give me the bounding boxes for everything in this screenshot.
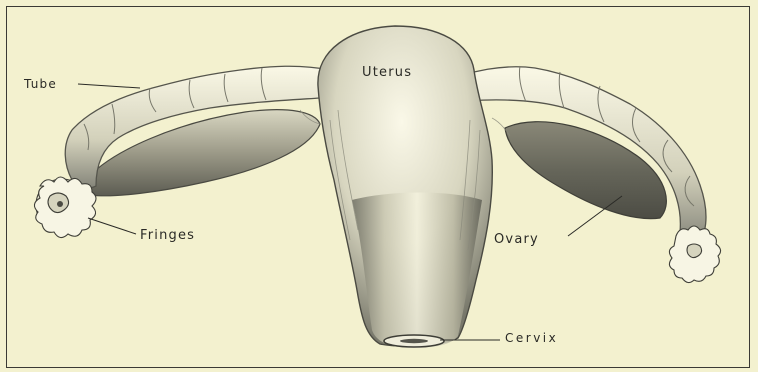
cervix-label: Cervix	[505, 332, 558, 344]
uterus-label: Uterus	[362, 66, 412, 79]
ovary-label: Ovary	[494, 233, 539, 246]
left-fimbriae	[34, 177, 96, 238]
fringes-leader	[88, 218, 136, 234]
right-fimbriae	[669, 226, 720, 283]
tube-leader	[78, 84, 140, 88]
cervix-os	[400, 339, 428, 343]
fringes-label: Fringes	[140, 229, 195, 242]
tube-label: Tube	[24, 78, 57, 90]
